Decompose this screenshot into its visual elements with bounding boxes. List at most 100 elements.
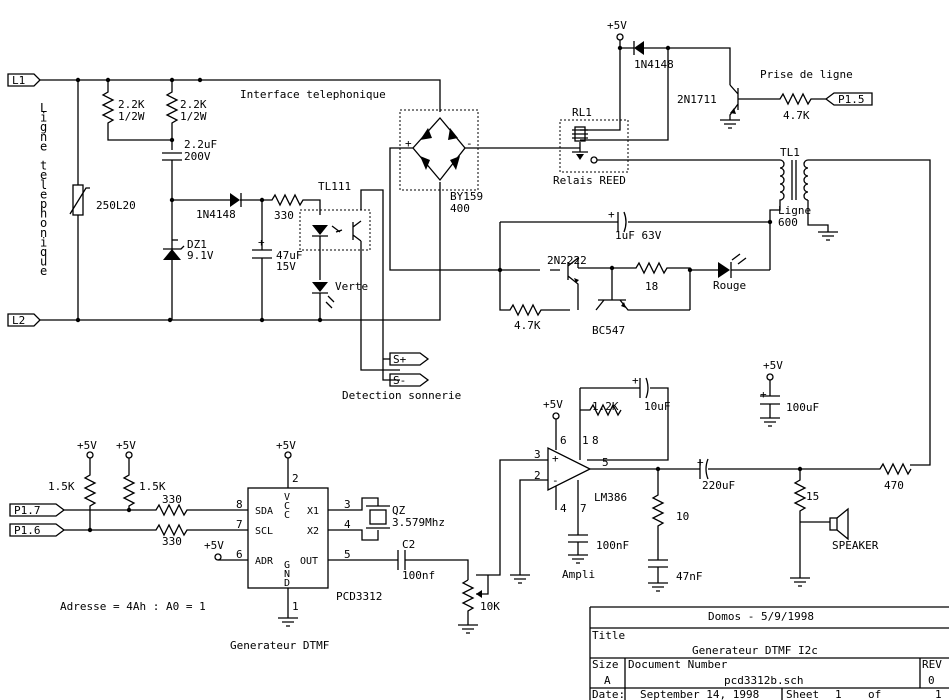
relais-label: Relais REED	[553, 174, 626, 187]
c100n-a-label: 100nF	[596, 539, 629, 552]
cap-220u	[699, 458, 800, 480]
resistor-10-and-cap-47n	[648, 469, 668, 592]
ic-pin2: 2	[292, 472, 299, 485]
bridge-minus: -	[466, 137, 473, 150]
cap-2u2-val: 2.2uF	[184, 138, 217, 151]
vcc-char: C	[284, 510, 290, 521]
p16-label: P1.6	[14, 524, 41, 537]
vlabel-char: p	[40, 197, 47, 211]
c1u-label: 1uF 63V	[615, 229, 662, 242]
lm-pin5: 5	[602, 456, 609, 469]
cap-c2	[328, 550, 469, 580]
vlabel-char: l	[40, 178, 47, 192]
cap-100n-a	[555, 480, 588, 564]
tb-rev: 0	[928, 674, 935, 687]
cap-1u-plus: +	[608, 208, 615, 221]
crystal-qz	[369, 509, 387, 525]
tb-size-label: Size	[592, 658, 619, 671]
pin-adr: ADR	[255, 556, 274, 567]
plus5-adr: +5V	[204, 539, 224, 552]
interface-label: Interface telephonique	[240, 88, 386, 101]
transistor-2n1711	[729, 84, 739, 120]
lm-pin4: 4	[560, 502, 567, 515]
lm386-plus: +	[552, 452, 559, 465]
cap-1u	[617, 211, 627, 233]
port-l2-label: L2	[12, 314, 25, 327]
port-s-plus: S+	[389, 352, 430, 366]
plus5-a: +5V	[77, 439, 97, 452]
tb-header: Domos - 5/9/1998	[708, 610, 814, 623]
port-l1-label: L1	[12, 74, 25, 87]
r15-label: 15	[806, 490, 819, 503]
vlabel-char: g	[40, 120, 47, 134]
tb-size: A	[604, 674, 611, 687]
rouge-label: Rouge	[713, 279, 746, 292]
tb-sheet: 1	[835, 688, 842, 700]
bridge-v: 400	[450, 202, 470, 215]
vlabel-char: e	[40, 139, 47, 153]
qz-f-label: 3.579Mhz	[392, 516, 445, 529]
bridge-name: BY159	[450, 190, 483, 203]
tl1-label: TL1	[780, 146, 800, 159]
ligne-telephonique-label: Ligne telephonique	[40, 101, 47, 278]
tb-title: Generateur DTMF I2c	[692, 644, 818, 657]
bridge-plus: +	[405, 137, 412, 150]
cap-10u	[639, 377, 649, 399]
vlabel-char: L	[40, 101, 47, 115]
ic-pin4: 4	[344, 518, 351, 531]
vlabel-char: e	[40, 168, 47, 182]
transistor-bc547	[595, 268, 690, 311]
relay-rl1	[559, 119, 629, 173]
wire-l2	[40, 182, 441, 321]
vlabel-char: e	[40, 187, 47, 201]
lm-pin6: 6	[560, 434, 567, 447]
cap-10u-plus: +	[632, 374, 639, 387]
resistor-2k2-a	[101, 80, 172, 141]
pin-sda: SDA	[255, 506, 273, 517]
tb-rev-label: REV	[922, 658, 942, 671]
vcc-char: V	[284, 492, 290, 503]
transformer-tl1	[769, 159, 785, 270]
dz1-v: 9.1V	[187, 249, 214, 262]
bridge-by159	[399, 109, 479, 191]
speaker-label: SPEAKER	[832, 539, 879, 552]
vcc-char: C	[284, 501, 290, 512]
vlabel-char: o	[40, 216, 47, 230]
potentiometer-10k	[458, 579, 478, 634]
q2n1711-label: 2N1711	[677, 93, 717, 106]
resistor-1k5-a	[83, 458, 97, 530]
r330b-label: 330	[162, 493, 182, 506]
ic-pin5: 5	[344, 548, 351, 561]
resistor-330-c	[64, 523, 248, 537]
port-s-minus: S-	[389, 373, 430, 387]
cap-100u	[760, 380, 780, 427]
s-plus-label: S+	[393, 353, 407, 366]
cap-2u2	[162, 152, 182, 320]
pin-x1: X1	[307, 506, 319, 517]
c220u-label: 220uF	[702, 479, 735, 492]
port-l2: L2	[7, 313, 41, 327]
q2n2222-label: 2N2222	[547, 254, 587, 267]
r1k5a-label: 1.5K	[48, 480, 75, 493]
lm-pin7: 7	[580, 502, 587, 515]
tl111-label: TL111	[318, 180, 351, 193]
c47u-val: 47uF	[276, 249, 303, 262]
title-block: Domos - 5/9/1998 Title Generateur DTMF I…	[589, 606, 949, 700]
c100u-label: 100uF	[786, 401, 819, 414]
r4k7b-label: 4.7K	[514, 319, 541, 332]
tb-docnum: pcd3312b.sch	[724, 674, 803, 687]
tb-of-label: of	[868, 688, 881, 700]
cap-47u-plus: +	[258, 236, 265, 249]
diode-1n4148-b	[634, 41, 644, 55]
r4k7a-label: 4.7K	[783, 109, 810, 122]
resistor-330-b	[64, 503, 248, 517]
ic-pin3: 3	[344, 498, 351, 511]
resistor-15	[790, 469, 830, 587]
r2k2b-w: 1/2W	[180, 110, 207, 123]
verte-label: Verte	[335, 280, 368, 293]
vlabel-char: e	[40, 264, 47, 278]
resistor-470	[800, 462, 912, 476]
c2-label: C2	[402, 538, 415, 551]
opamp-lm386	[547, 446, 592, 492]
